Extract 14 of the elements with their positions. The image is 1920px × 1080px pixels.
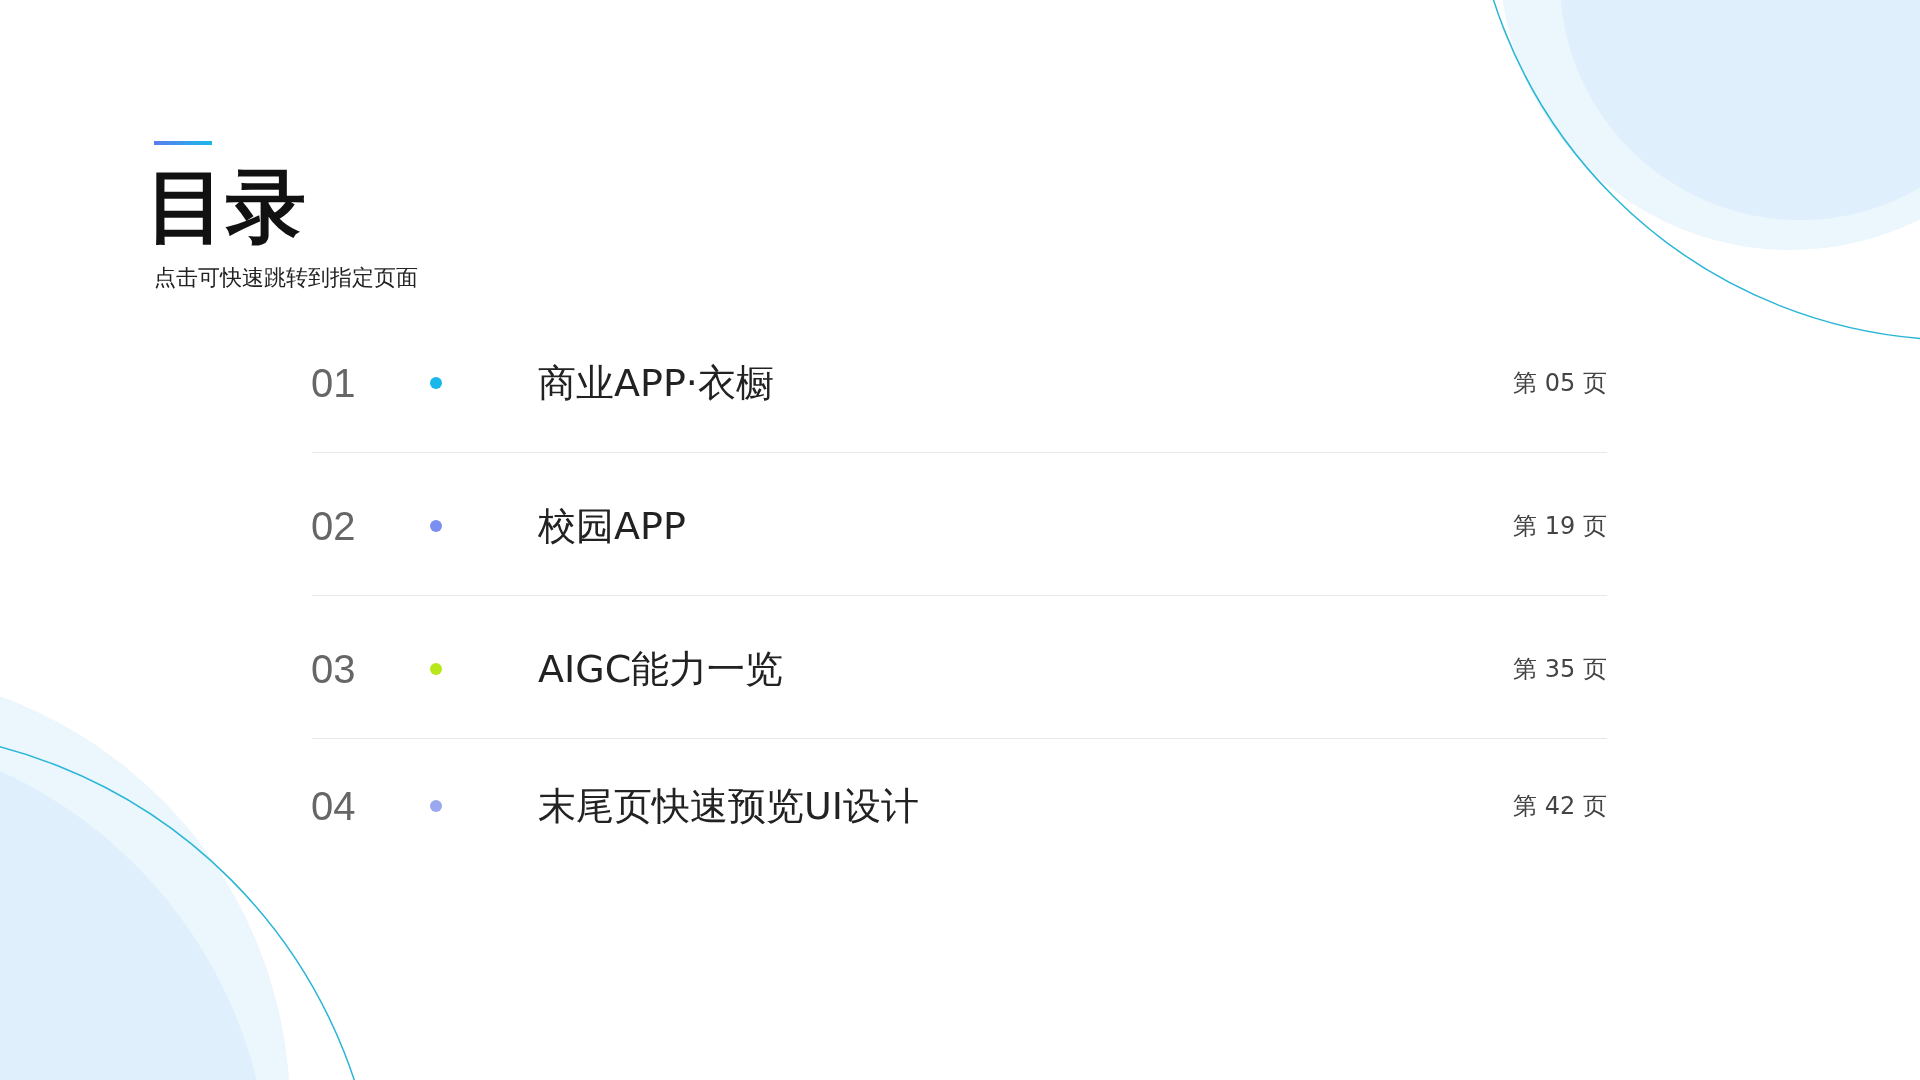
subtitle: 点击可快速跳转到指定页面 xyxy=(154,264,418,292)
page-title: 目录 xyxy=(146,162,306,252)
item-number: 01 xyxy=(311,360,356,407)
page-number: 第 05 页 xyxy=(1513,368,1607,399)
item-title: AIGC能力一览 xyxy=(538,646,784,693)
page-number: 第 42 页 xyxy=(1513,791,1607,822)
item-title: 校园APP xyxy=(538,503,686,550)
item-title: 商业APP·衣橱 xyxy=(538,360,774,407)
item-number: 03 xyxy=(311,646,356,693)
page-number: 第 19 页 xyxy=(1513,511,1607,542)
page-number: 第 35 页 xyxy=(1513,654,1607,685)
item-number: 04 xyxy=(311,783,356,830)
item-title: 末尾页快速预览UI设计 xyxy=(538,783,920,830)
item-number: 02 xyxy=(311,503,356,550)
